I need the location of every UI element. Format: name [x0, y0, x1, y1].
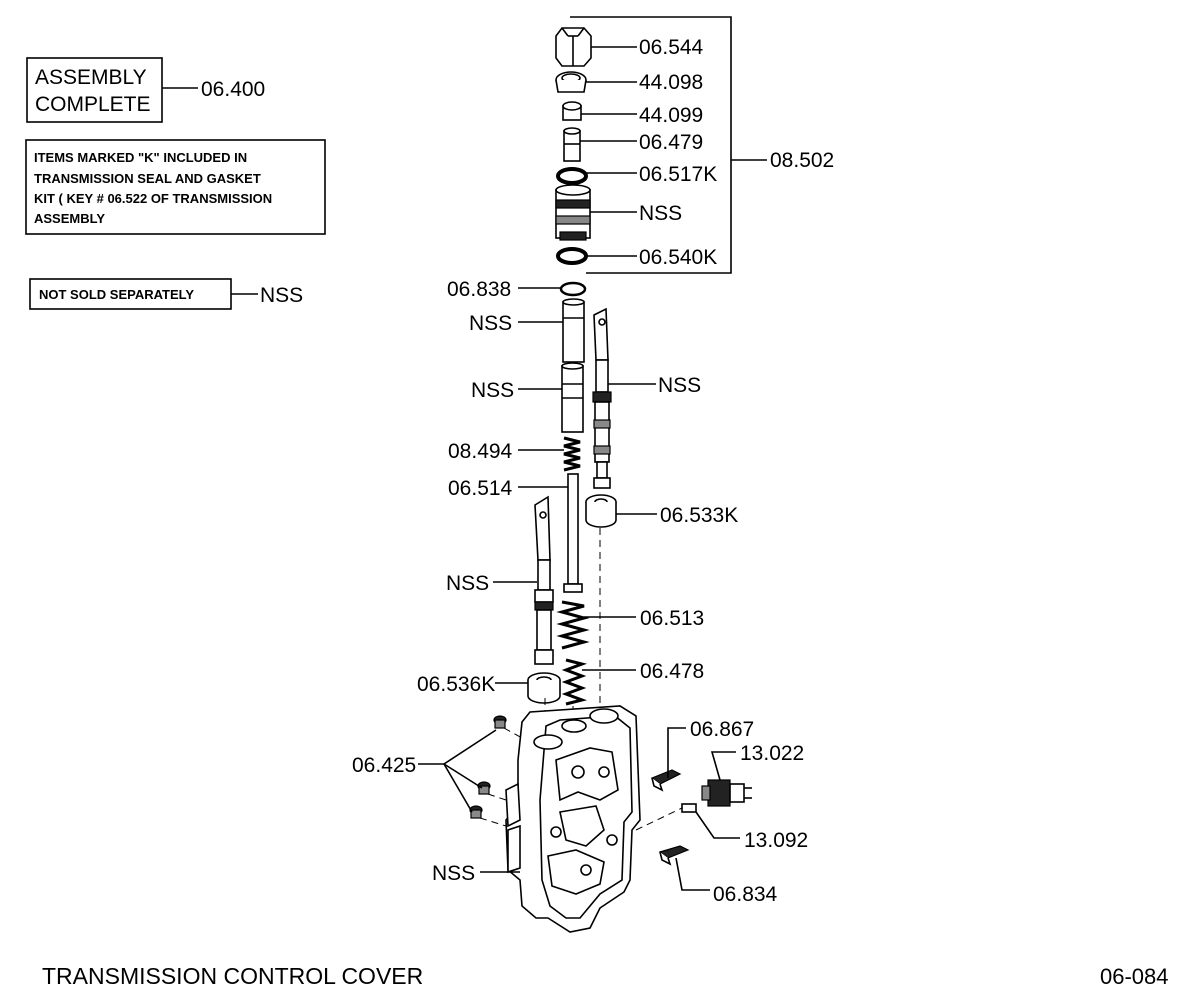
washer-44098 — [555, 71, 587, 93]
label-06838: 06.838 — [447, 278, 511, 301]
assembly-part-number: 06.400 — [201, 78, 265, 101]
valve-stem-nss-c — [592, 307, 612, 489]
spring-06478 — [561, 658, 588, 706]
label-13022: 13.022 — [740, 742, 804, 765]
spring-08494 — [563, 436, 581, 472]
label-nss-a: NSS — [469, 312, 512, 335]
valve-stem-nss-d — [534, 495, 554, 665]
label-06544: 06.544 — [639, 36, 704, 59]
seal-06533k — [585, 494, 617, 528]
clip-06867 — [650, 769, 682, 792]
seal-06536k — [527, 672, 561, 704]
assembly-line1: ASSEMBLY — [35, 66, 147, 89]
diagram-title: TRANSMISSION CONTROL COVER — [42, 963, 423, 989]
label-08502: 08.502 — [770, 149, 834, 172]
label-06540k: 06.540K — [639, 246, 717, 269]
label-06536k: 06.536K — [417, 673, 495, 696]
oring-06517k — [556, 167, 588, 185]
cap-nut-06544 — [555, 27, 592, 67]
label-06533k: 06.533K — [660, 504, 738, 527]
oring-06540k — [556, 247, 588, 265]
label-08494: 08.494 — [448, 440, 513, 463]
label-06834: 06.834 — [713, 883, 778, 906]
pin-13092 — [635, 803, 697, 831]
label-06425: 06.425 — [352, 754, 416, 777]
label-nss-e: NSS — [432, 862, 475, 885]
label-nss-top: NSS — [639, 202, 682, 225]
bracket-08502 — [570, 16, 767, 274]
kit-note-line2: TRANSMISSION SEAL AND GASKET — [34, 171, 261, 186]
label-nss-d: NSS — [446, 572, 489, 595]
spring-06513 — [556, 600, 590, 650]
nss-legend-box: NOT SOLD SEPARATELY NSS — [29, 278, 303, 310]
label-44099: 44.099 — [639, 104, 703, 127]
assembly-line2: COMPLETE — [35, 93, 151, 116]
label-06517k: 06.517K — [639, 163, 717, 186]
label-06478: 06.478 — [640, 660, 704, 683]
assembly-complete-box: ASSEMBLY COMPLETE 06.400 — [26, 57, 265, 123]
figure-number: 06-084 — [1100, 964, 1169, 989]
kit-note-line4: ASSEMBLY — [34, 211, 105, 226]
label-06513: 06.513 — [640, 607, 704, 630]
label-06479: 06.479 — [639, 131, 703, 154]
label-13092: 13.092 — [744, 829, 808, 852]
label-nss-b: NSS — [471, 379, 514, 402]
clip-06834 — [658, 845, 690, 866]
bushing-44099 — [562, 101, 582, 121]
label-nss-c: NSS — [658, 374, 701, 397]
sensor-13022 — [701, 779, 752, 807]
seal-kit-note-box: ITEMS MARKED "K" INCLUDED IN TRANSMISSIO… — [25, 139, 326, 235]
leader-lines — [418, 46, 740, 891]
control-cover-housing — [505, 705, 641, 933]
kit-note-line1: ITEMS MARKED "K" INCLUDED IN — [34, 150, 247, 165]
label-06514: 06.514 — [448, 477, 513, 500]
label-44098: 44.098 — [639, 71, 703, 94]
nss-legend-text: NOT SOLD SEPARATELY — [39, 287, 194, 302]
pin-06479 — [563, 127, 581, 162]
oring-06838 — [559, 281, 587, 297]
nss-legend-label: NSS — [260, 284, 303, 307]
valve-body-nss-top — [555, 184, 591, 241]
piston-nss-a — [562, 298, 585, 363]
rod-06514 — [563, 473, 583, 593]
label-06867: 06.867 — [690, 718, 754, 741]
piston-nss-b — [561, 362, 584, 433]
kit-note-line3: KIT ( KEY # 06.522 OF TRANSMISSION — [34, 191, 272, 206]
